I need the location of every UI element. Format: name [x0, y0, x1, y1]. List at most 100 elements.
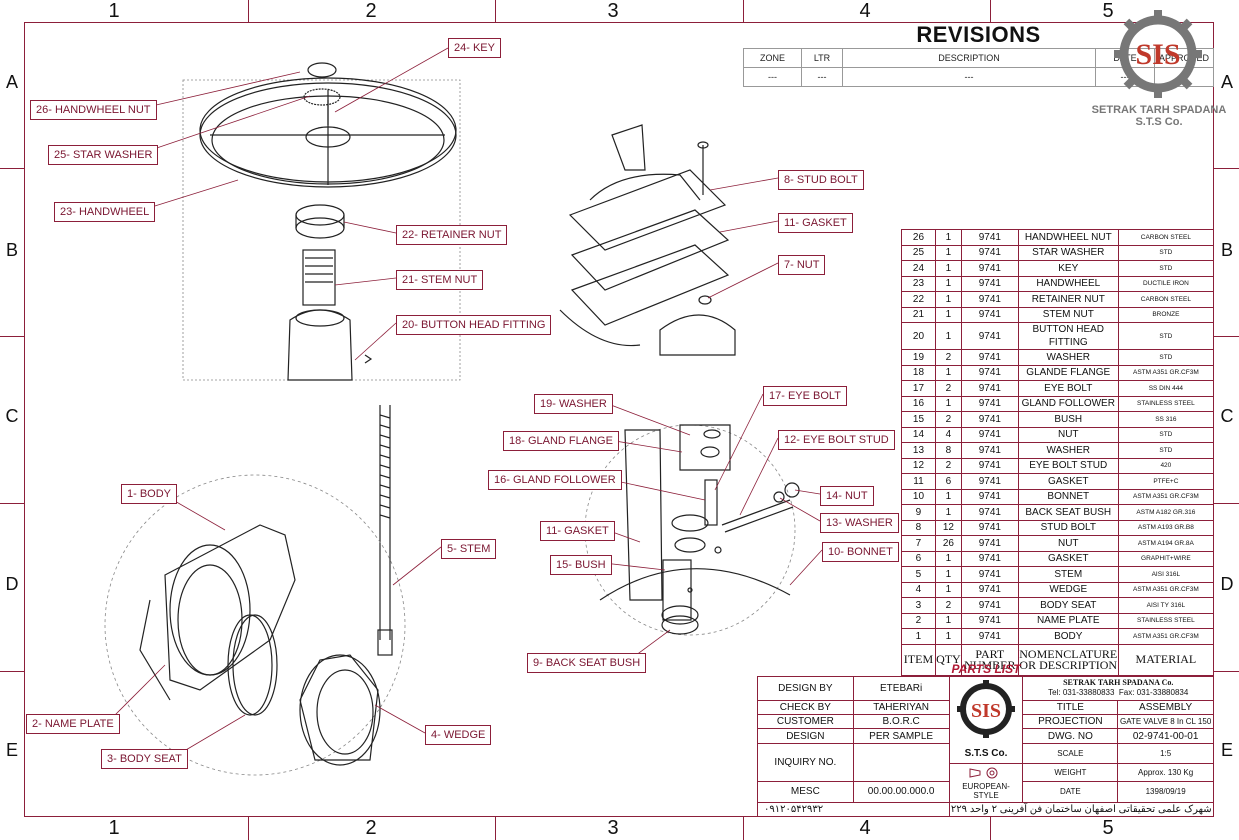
- parts-cell-material: STD: [1117, 349, 1215, 366]
- parts-cell-item: 20: [901, 322, 936, 350]
- parts-cell-part-number: 9741: [960, 488, 1019, 505]
- parts-cell-qty: 1: [934, 244, 962, 261]
- parts-cell-part-number: 9741: [960, 473, 1019, 490]
- parts-cell-nomenclature: STUD BOLT: [1017, 519, 1119, 536]
- parts-cell-material: AISI 316L: [1117, 566, 1215, 583]
- zone-tick: [743, 0, 744, 22]
- callout-eye-bolt: 17- EYE BOLT: [763, 386, 847, 406]
- callout-key: 24- KEY: [448, 38, 501, 58]
- check-by-value: TAHERIYAN: [852, 699, 950, 716]
- company-name: SETRAK TARH SPADANA: [1091, 104, 1227, 116]
- parts-cell-qty: 1: [934, 260, 962, 277]
- zone-col-2-bottom: 2: [365, 817, 377, 839]
- customer-label: CUSTOMER: [757, 714, 854, 730]
- parts-cell-nomenclature: STEM: [1017, 566, 1119, 583]
- parts-cell-nomenclature: RETAINER NUT: [1017, 291, 1119, 308]
- zone-tick: [0, 168, 24, 169]
- parts-cell-nomenclature: WEDGE: [1017, 581, 1119, 598]
- parts-cell-item: 9: [901, 504, 936, 521]
- zone-row-a-right: A: [1220, 72, 1233, 92]
- callout-gasket-upper: 11- GASKET: [778, 213, 853, 233]
- parts-cell-material: ASTM A351 GR.CF3M: [1117, 488, 1215, 505]
- parts-cell-material: ASTM A194 GR.8A: [1117, 535, 1215, 552]
- parts-cell-material: STD: [1117, 260, 1215, 277]
- parts-cell-nomenclature: GASKET: [1017, 550, 1119, 567]
- parts-cell-part-number: 9741: [960, 260, 1019, 277]
- rev-header-ltr: LTR: [801, 48, 843, 68]
- zone-col-4-top: 4: [859, 0, 871, 22]
- parts-cell-qty: 2: [934, 457, 962, 474]
- zone-row-c-right: C: [1220, 406, 1234, 426]
- parts-cell-item: 8: [901, 519, 936, 536]
- rev-cell: ---: [801, 67, 843, 87]
- projection-label: PROJECTION: [1022, 714, 1119, 730]
- parts-cell-item: 26: [901, 229, 936, 246]
- date-label: DATE: [1022, 781, 1119, 803]
- parts-cell-part-number: 9741: [960, 457, 1019, 474]
- parts-cell-part-number: 9741: [960, 349, 1019, 366]
- scale-label: SCALE: [1022, 742, 1119, 765]
- parts-cell-nomenclature: WASHER: [1017, 349, 1119, 366]
- parts-cell-qty: 1: [934, 488, 962, 505]
- parts-cell-material: BRONZE: [1117, 306, 1215, 323]
- callout-stud-bolt: 8- STUD BOLT: [778, 170, 864, 190]
- parts-list-label: PARTS LIST: [951, 662, 1021, 676]
- callout-body-seat: 3- BODY SEAT: [101, 749, 188, 769]
- parts-cell-material: STD: [1117, 442, 1215, 459]
- parts-cell-qty: 1: [934, 504, 962, 521]
- parts-cell-material: SS DIN 444: [1117, 380, 1215, 397]
- parts-cell-qty: 1: [934, 395, 962, 412]
- logo-text: S.T.S Co.: [964, 748, 1008, 759]
- parts-cell-qty: 1: [934, 291, 962, 308]
- dwg-value: 02-9741-00-01: [1117, 728, 1214, 744]
- parts-cell-item: 17: [901, 380, 936, 397]
- parts-cell-nomenclature: NUT: [1017, 535, 1119, 552]
- scale-value: 1:5: [1117, 742, 1214, 765]
- inquiry-label: INQUIRY NO.: [757, 742, 854, 783]
- parts-cell-qty: 6: [934, 473, 962, 490]
- rev-cell: ---: [743, 67, 802, 87]
- parts-cell-item: 22: [901, 291, 936, 308]
- company-short: S.T.S Co.: [1135, 116, 1183, 128]
- callout-washer-19: 19- WASHER: [534, 394, 613, 414]
- parts-cell-qty: 1: [934, 628, 962, 645]
- title-logo-cell: SIS S.T.S Co.: [948, 675, 1024, 765]
- zone-tick: [1214, 671, 1239, 672]
- company-logo-icon: SIS: [957, 680, 1015, 738]
- zone-tick: [0, 671, 24, 672]
- zone-tick: [743, 817, 744, 840]
- zone-col-3-top: 3: [607, 0, 619, 22]
- parts-cell-qty: 1: [934, 322, 962, 350]
- company-info: SETRAK TARH SPADANA Co. Tel: 031-3388083…: [1022, 676, 1214, 701]
- parts-cell-item: 25: [901, 244, 936, 261]
- parts-cell-material: 420: [1117, 457, 1215, 474]
- drawing-frame: [24, 22, 1214, 817]
- parts-cell-part-number: 9741: [960, 395, 1019, 412]
- svg-text:SIS: SIS: [971, 700, 1001, 722]
- parts-cell-item: 7: [901, 535, 936, 552]
- zone-tick: [248, 817, 249, 840]
- callout-bush: 15- BUSH: [550, 555, 612, 575]
- parts-cell-nomenclature: NUT: [1017, 426, 1119, 443]
- parts-cell-part-number: 9741: [960, 597, 1019, 614]
- zone-row-e-right: E: [1220, 740, 1233, 760]
- parts-cell-nomenclature: HANDWHEEL: [1017, 275, 1119, 292]
- design-by-value: ETEBARi: [852, 676, 950, 701]
- zone-tick: [0, 503, 24, 504]
- parts-cell-nomenclature: HANDWHEEL NUT: [1017, 229, 1119, 246]
